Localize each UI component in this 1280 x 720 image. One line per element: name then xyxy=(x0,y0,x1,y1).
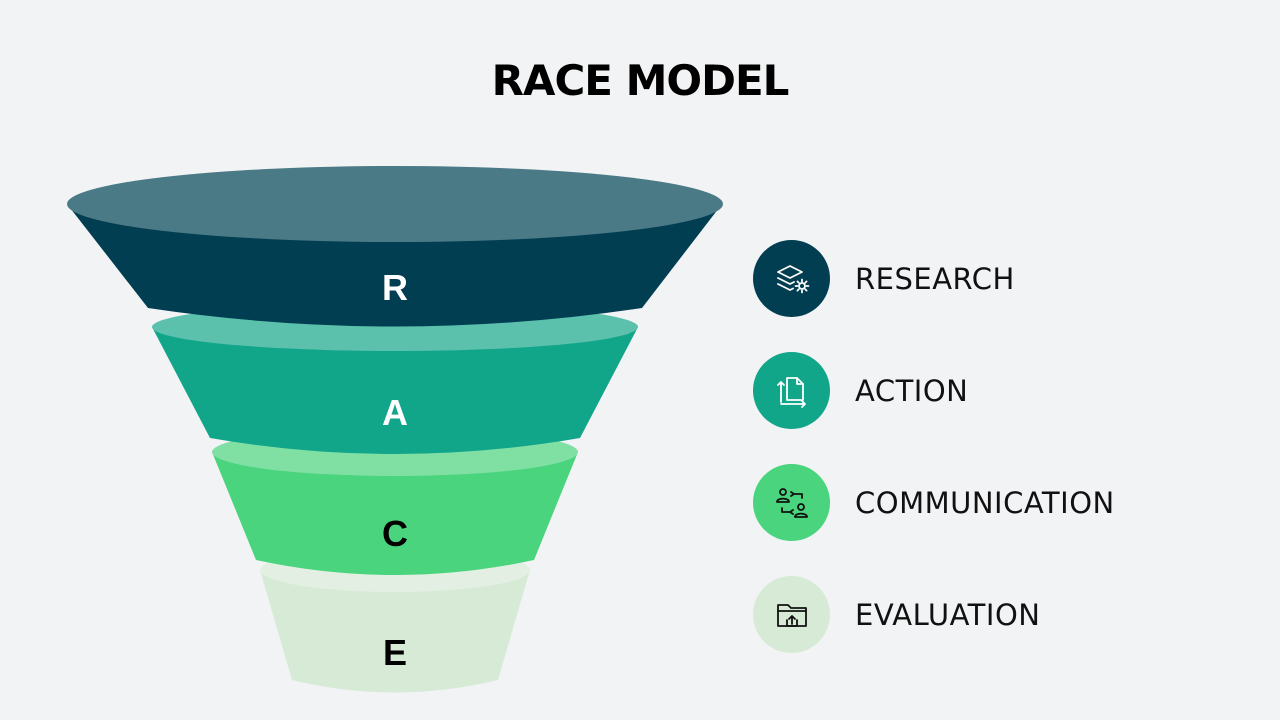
users-exchange-icon xyxy=(753,464,830,541)
funnel-letter-e: E xyxy=(383,632,407,673)
layers-gear-icon xyxy=(753,240,830,317)
legend-label-communication: COMMUNICATION xyxy=(855,486,1115,520)
funnel-letter-a: A xyxy=(382,392,408,433)
funnel-segment-research: R xyxy=(67,166,723,327)
legend-item-evaluation: EVALUATION xyxy=(753,576,1253,654)
document-arrows-icon xyxy=(753,352,830,429)
folder-upload-icon xyxy=(753,576,830,653)
race-funnel: E C A R xyxy=(67,166,723,693)
funnel-letter-c: C xyxy=(382,513,408,554)
page-title: RACE MODEL xyxy=(491,56,790,105)
funnel-letter-r: R xyxy=(382,267,408,308)
legend-label-research: RESEARCH xyxy=(855,262,1015,296)
legend-item-action: ACTION xyxy=(753,352,1253,430)
legend-item-communication: COMMUNICATION xyxy=(753,464,1253,542)
legend-label-evaluation: EVALUATION xyxy=(855,598,1041,632)
legend-item-research: RESEARCH xyxy=(753,240,1253,318)
legend-label-action: ACTION xyxy=(855,374,969,408)
